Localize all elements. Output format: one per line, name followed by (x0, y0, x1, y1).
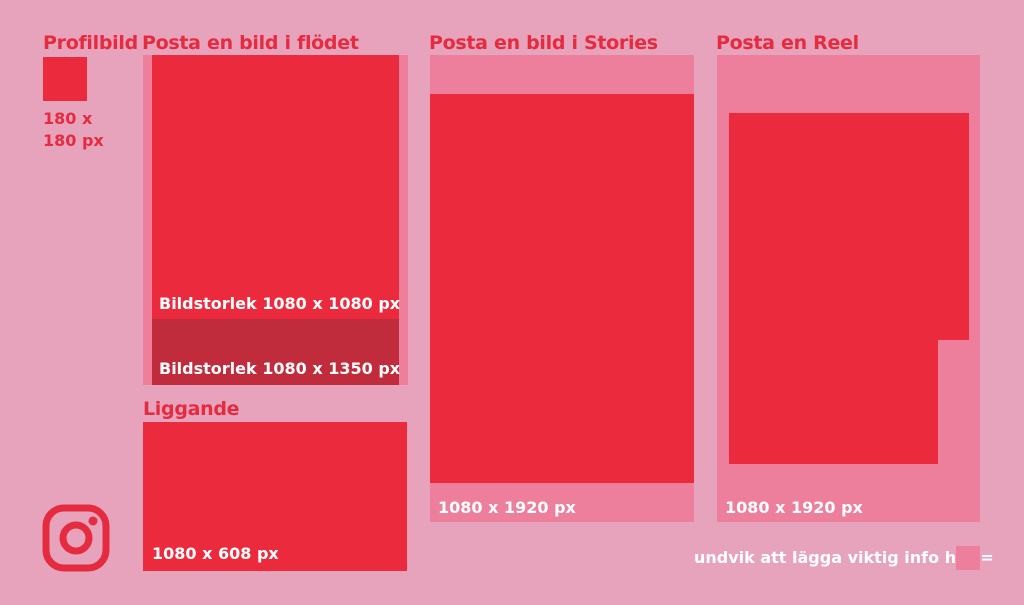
feed-portrait-extension (152, 319, 399, 385)
legend-text: undvik att lägga viktig info här = (694, 548, 994, 567)
feed-title: Posta en bild i flödet (142, 32, 359, 54)
feed-portrait-label: Bildstorlek 1080 x 1350 px (159, 359, 401, 378)
profile-size-line1: 180 x (43, 109, 93, 128)
stories-title: Posta en bild i Stories (429, 32, 658, 54)
landscape-area (143, 422, 407, 571)
stories-safe-area (430, 94, 694, 483)
profile-size: 180 x 180 px (43, 108, 104, 152)
feed-square-area (152, 55, 399, 319)
profile-size-line2: 180 px (43, 131, 104, 150)
profile-square (43, 57, 87, 101)
reel-safe-area-bottom (729, 339, 938, 464)
reel-size-label: 1080 x 1920 px (725, 498, 863, 517)
feed-square-label: Bildstorlek 1080 x 1080 px (159, 294, 401, 313)
profile-title: Profilbild (43, 32, 138, 54)
reel-title: Posta en Reel (716, 32, 859, 54)
reel-safe-area-top (729, 113, 969, 340)
stories-size-label: 1080 x 1920 px (438, 498, 576, 517)
instagram-icon (42, 504, 110, 572)
legend-swatch (956, 546, 980, 570)
landscape-size-label: 1080 x 608 px (152, 544, 279, 563)
landscape-title: Liggande (143, 398, 240, 420)
